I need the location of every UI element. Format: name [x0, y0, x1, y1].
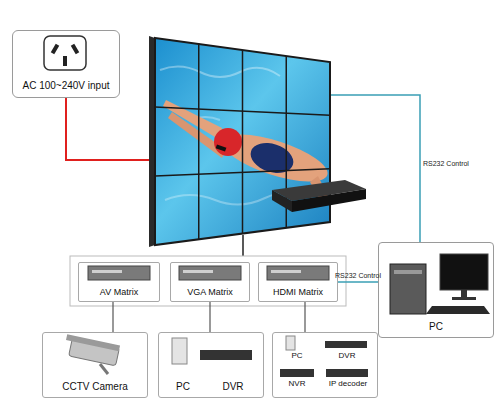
drive-bay: [394, 270, 422, 274]
matrix-box: VGA Matrix: [170, 262, 250, 302]
node-text: HDMI Matrix: [259, 288, 337, 298]
dvr-device: [325, 341, 367, 348]
goggles: [216, 144, 227, 151]
matrix-group-frame: [70, 256, 346, 306]
signal-label: RS232 Control: [423, 160, 483, 168]
matrix-box: HDMI Matrix: [258, 262, 338, 302]
node-text: AC 100~240V input: [13, 80, 119, 91]
water-caustic: [160, 66, 280, 77]
camera-hood: [66, 334, 120, 351]
node-text: NVR: [277, 380, 317, 389]
panel-seam: [198, 44, 200, 240]
ip-decoder-device: [326, 369, 368, 377]
socket-slot: [51, 44, 59, 55]
panel-seam: [155, 169, 330, 176]
socket-slot: [63, 56, 67, 66]
signal-connector: [338, 281, 378, 283]
controller-front: [292, 189, 366, 212]
socket-slot: [71, 44, 79, 55]
connector-label: RS232 Control: [333, 272, 383, 280]
matrix-device: [88, 266, 150, 280]
node-text: CCTV Camera: [43, 381, 147, 392]
pc-tower: [390, 264, 426, 314]
power-wire: [66, 98, 153, 160]
nvr-device: [280, 369, 314, 377]
video-wall: [155, 38, 330, 245]
node-text: DVR: [325, 352, 369, 361]
node-text: VGA Matrix: [171, 288, 249, 298]
panel-seam: [242, 50, 244, 234]
source-box: PC DVR NVR IP decoder: [272, 332, 378, 398]
signal-wire: [242, 235, 244, 256]
signal-connector: [304, 302, 305, 332]
swim-cap: [214, 128, 242, 156]
dvr-device: [200, 350, 252, 360]
keyboard: [426, 306, 490, 314]
power-socket: [44, 36, 86, 70]
monitor-stand: [461, 290, 467, 298]
node-text: DVR: [209, 381, 257, 392]
matrix-panel: [271, 270, 301, 273]
node-text: AV Matrix: [79, 288, 159, 298]
node-text: PC: [277, 352, 317, 361]
matrix-panel: [92, 270, 122, 273]
controller-side: [272, 190, 292, 212]
matrix-box: AV Matrix: [78, 262, 160, 302]
camera-bracket: [100, 364, 108, 374]
pc-tower: [172, 338, 187, 364]
node-text: IP decoder: [325, 380, 371, 389]
source-box: PC DVR: [158, 332, 264, 398]
rs232-wire: [330, 95, 420, 242]
pc-tower: [286, 336, 295, 350]
monitor: [440, 254, 488, 290]
pc-box: PC: [378, 242, 494, 338]
signal-connector: [209, 302, 210, 332]
panel-seam: [155, 107, 330, 115]
matrix-device: [179, 266, 241, 280]
matrix-panel: [183, 270, 213, 273]
node-text: PC: [165, 381, 201, 392]
power-input-box: AC 100~240V input: [12, 30, 120, 98]
source-box: CCTV Camera: [42, 332, 148, 398]
signal-connector: [112, 302, 113, 332]
monitor-base: [452, 297, 476, 300]
node-text: PC: [379, 321, 493, 332]
matrix-device: [267, 266, 329, 280]
